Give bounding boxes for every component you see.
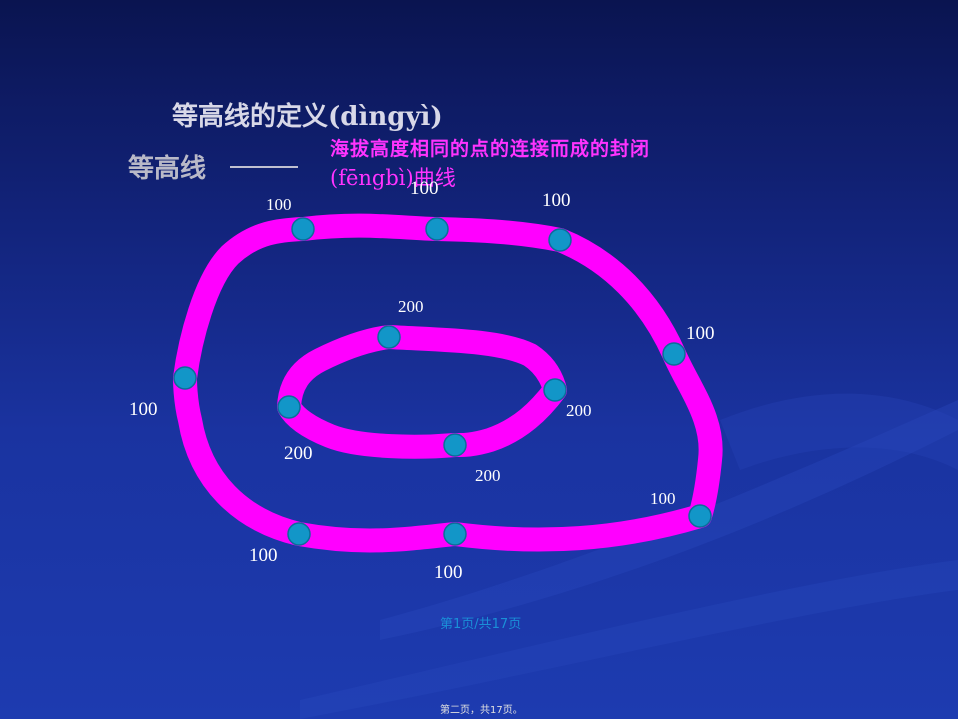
- page-indicator: 第1页/共17页: [440, 617, 522, 632]
- inner-elevation-label: 200: [475, 466, 501, 485]
- outer-elevation-label: 100: [129, 399, 158, 420]
- outer-elevation-label: 100: [434, 562, 463, 583]
- inner-elevation-label: 200: [566, 401, 592, 420]
- term-label: 等高线: [128, 154, 207, 184]
- contour-point: [291, 217, 315, 241]
- outer-elevation-label: 100: [410, 178, 439, 199]
- page-title: 等高线的定义(dìngyì): [172, 102, 443, 132]
- contour-point: [443, 522, 467, 546]
- contour-point: [173, 366, 197, 390]
- contour-point: [688, 504, 712, 528]
- outer-contour-line: [173, 213, 723, 553]
- definition-line-2: (fēngbì)曲线: [330, 166, 456, 190]
- outer-elevation-label: 100: [542, 190, 571, 211]
- inner-contour-line: [277, 325, 567, 459]
- contour-point: [377, 325, 401, 349]
- outer-elevation-label: 100: [249, 545, 278, 566]
- contour-points: [173, 217, 712, 546]
- contour-point: [287, 522, 311, 546]
- inner-elevation-label: 200: [398, 297, 424, 316]
- outer-elevation-label: 100: [266, 195, 292, 214]
- outer-elevation-label: 100: [686, 323, 715, 344]
- contour-point: [548, 228, 572, 252]
- contour-point: [543, 378, 567, 402]
- inner-elevation-label: 200: [284, 443, 313, 464]
- definition-line-1: 海拔高度相同的点的连接而成的封闭: [330, 138, 651, 160]
- contour-point: [277, 395, 301, 419]
- contour-point: [425, 217, 449, 241]
- contour-point: [443, 433, 467, 457]
- contour-point: [662, 342, 686, 366]
- term-dash: [230, 166, 298, 168]
- outer-elevation-label: 100: [650, 489, 676, 508]
- page-footer-small: 第二页，共17页。: [440, 705, 523, 716]
